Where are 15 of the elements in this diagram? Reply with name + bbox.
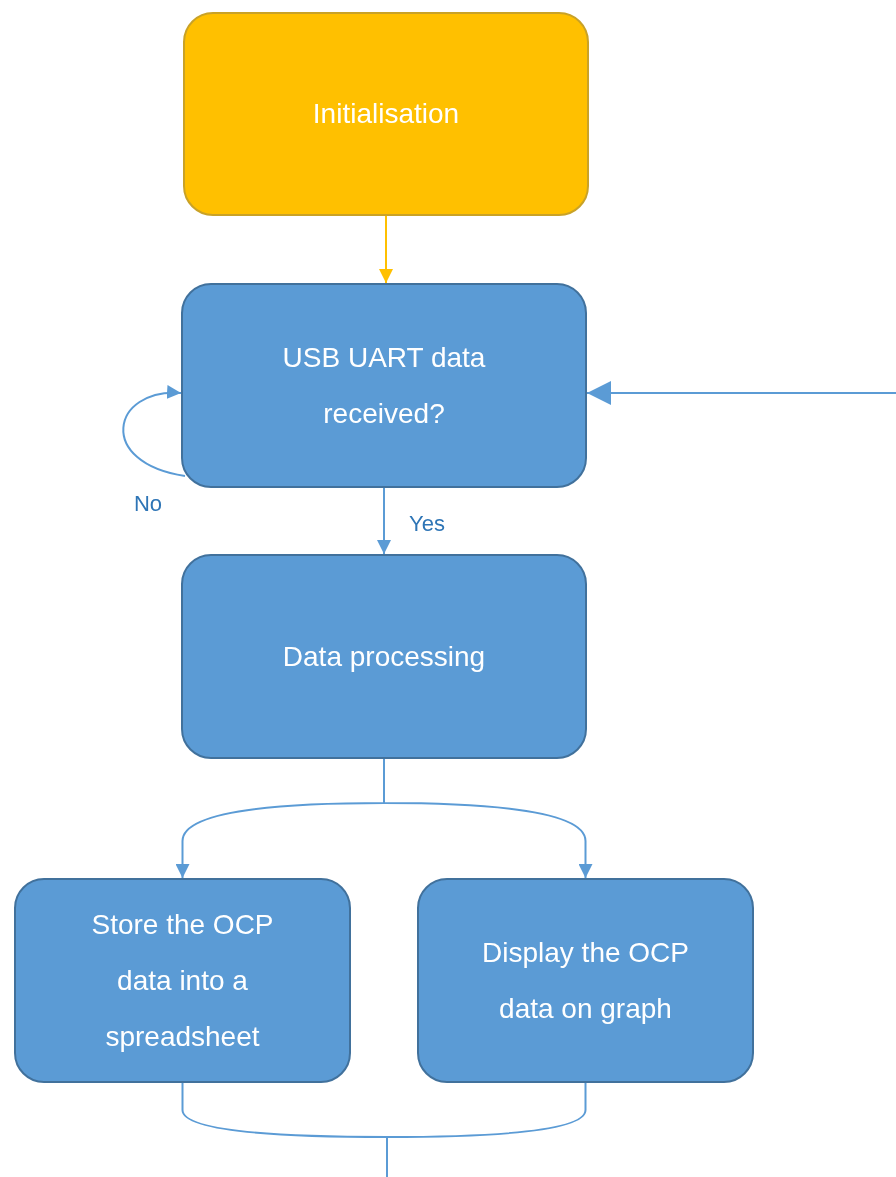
node-text: USB UART data received? xyxy=(281,340,487,431)
connector-arrow xyxy=(379,215,393,284)
connector-arrow xyxy=(383,758,593,879)
connector-arrow xyxy=(122,386,186,477)
process-box xyxy=(14,878,351,1083)
node-text: Store the OCP data into a spreadsheet xyxy=(90,907,275,1054)
node-text: Display the OCP data on graph xyxy=(481,935,690,1026)
node-text: Initialisation xyxy=(312,97,460,131)
node-text: Data processing xyxy=(282,639,486,674)
decision-box xyxy=(181,283,587,488)
connector-arrow xyxy=(377,487,391,555)
start-box xyxy=(183,12,589,216)
process-box xyxy=(181,554,587,759)
connector-arrow xyxy=(586,381,896,405)
process-box xyxy=(417,878,754,1083)
